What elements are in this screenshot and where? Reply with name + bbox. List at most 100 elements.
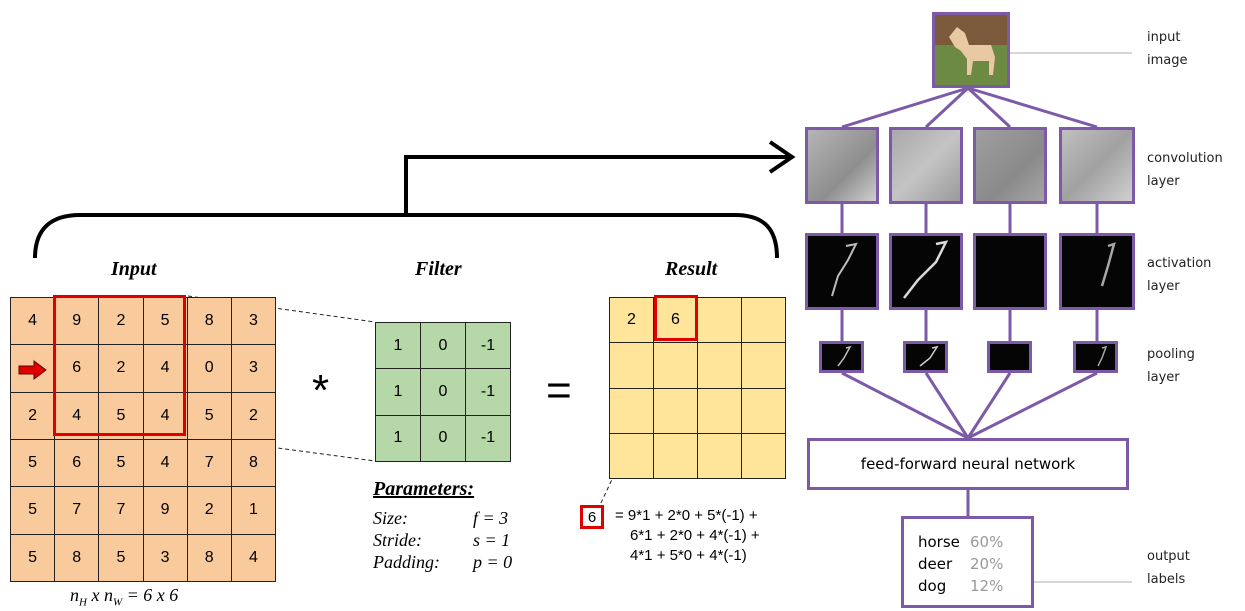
matrix-cell bbox=[698, 343, 742, 389]
matrix-cell: 6 bbox=[654, 298, 698, 344]
pooling-map-2 bbox=[903, 341, 948, 373]
matrix-cell: 1 bbox=[231, 487, 276, 535]
matrix-cell: 5 bbox=[99, 439, 144, 488]
output-class-name: horse bbox=[918, 533, 960, 551]
parameters-title: Parameters: bbox=[373, 478, 475, 500]
matrix-cell: 8 bbox=[187, 534, 232, 582]
matrix-cell bbox=[654, 388, 698, 434]
matrix-cell: 4 bbox=[11, 298, 56, 346]
matrix-cell: 4 bbox=[143, 345, 188, 393]
matrix-cell bbox=[742, 298, 786, 344]
matrix-cell: 4 bbox=[143, 392, 188, 440]
matrix-cell: -1 bbox=[466, 323, 511, 370]
conv-feature-map-4 bbox=[1059, 127, 1135, 204]
formula-line-1: = 9*1 + 2*0 + 5*(-1) + bbox=[615, 507, 758, 524]
matrix-cell: 0 bbox=[421, 369, 466, 416]
matrix-cell bbox=[610, 433, 654, 479]
matrix-cell: 7 bbox=[55, 487, 100, 535]
matrix-cell: 5 bbox=[143, 298, 188, 346]
matrix-cell: 3 bbox=[231, 345, 276, 393]
parameter-name: Size: bbox=[373, 508, 408, 528]
output-class-name: deer bbox=[918, 555, 953, 573]
matrix-cell: 6 bbox=[55, 345, 100, 393]
matrix-cell: 2 bbox=[99, 345, 144, 393]
matrix-cell: 6 bbox=[55, 439, 100, 488]
matrix-cell: 9 bbox=[143, 487, 188, 535]
matrix-cell: 2 bbox=[231, 392, 276, 440]
matrix-cell bbox=[610, 343, 654, 389]
output-class-percent: 20% bbox=[970, 555, 1004, 573]
result-heading: Result bbox=[665, 258, 718, 280]
matrix-cell: 8 bbox=[55, 534, 100, 582]
matrix-cell bbox=[654, 433, 698, 479]
matrix-cell: 4 bbox=[55, 392, 100, 440]
matrix-cell: 2 bbox=[11, 392, 56, 440]
parameter-value: s = 1 bbox=[473, 530, 511, 550]
parameter-value: p = 0 bbox=[473, 552, 513, 572]
output-class-percent: 12% bbox=[970, 577, 1004, 595]
matrix-cell: 7 bbox=[99, 487, 144, 535]
matrix-cell bbox=[698, 433, 742, 479]
matrix-cell: 0 bbox=[421, 323, 466, 370]
filter-heading: Filter bbox=[415, 258, 462, 280]
matrix-cell bbox=[742, 388, 786, 434]
pooling-map-1 bbox=[819, 341, 864, 373]
matrix-cell: 1 bbox=[376, 369, 421, 416]
matrix-cell: 1 bbox=[376, 415, 421, 462]
matrix-cell: 8 bbox=[187, 298, 232, 346]
input-receptive-field-highlight bbox=[53, 295, 186, 436]
equals-operator: = bbox=[546, 366, 572, 415]
parameter-name: Padding: bbox=[373, 552, 440, 572]
matrix-cell bbox=[742, 433, 786, 479]
conv-feature-map-1 bbox=[805, 127, 879, 204]
matrix-cell: 2 bbox=[187, 487, 232, 535]
formula-line-3: 4*1 + 5*0 + 4*(-1) bbox=[630, 547, 747, 564]
matrix-cell: 4 bbox=[143, 439, 188, 488]
conv-feature-map-2 bbox=[889, 127, 963, 204]
red-arrow-icon bbox=[18, 360, 47, 380]
matrix-cell: 7 bbox=[187, 439, 232, 488]
matrix-cell: 0 bbox=[187, 345, 232, 393]
pooling-map-4 bbox=[1073, 341, 1118, 373]
matrix-cell: 8 bbox=[231, 439, 276, 488]
dimension-label: nH x nW = 6 x 6 bbox=[70, 585, 179, 609]
formula-line-2: 6*1 + 2*0 + 4*(-1) + bbox=[630, 527, 760, 544]
feed-forward-network-box: feed-forward neural network bbox=[807, 438, 1129, 490]
formula-value-box: 6 bbox=[580, 505, 604, 529]
matrix-cell: 9 bbox=[55, 298, 100, 346]
matrix-cell: 5 bbox=[99, 534, 144, 582]
matrix-cell: 5 bbox=[11, 439, 56, 488]
parameter-name: Stride: bbox=[373, 530, 422, 550]
activation-map-4 bbox=[1059, 233, 1135, 310]
matrix-cell: 2 bbox=[99, 298, 144, 346]
network-connectors bbox=[840, 86, 1099, 516]
matrix-cell: 5 bbox=[187, 392, 232, 440]
input-image-horse bbox=[932, 12, 1010, 88]
brace bbox=[33, 213, 779, 259]
pooling-map-3 bbox=[987, 341, 1032, 373]
matrix-cell bbox=[742, 343, 786, 389]
input-heading: Input bbox=[111, 258, 157, 280]
parameter-value: f = 3 bbox=[473, 508, 509, 528]
matrix-cell: 0 bbox=[421, 415, 466, 462]
convolution-operator: * bbox=[312, 366, 330, 415]
matrix-cell: 3 bbox=[231, 298, 276, 346]
matrix-cell: 2 bbox=[610, 298, 654, 344]
matrix-cell: 5 bbox=[99, 392, 144, 440]
matrix-cell: 4 bbox=[231, 534, 276, 582]
conv-feature-map-3 bbox=[973, 127, 1047, 204]
horse-image-icon bbox=[935, 15, 1007, 85]
matrix-cell bbox=[654, 343, 698, 389]
output-label-row: deer 20% bbox=[918, 553, 1031, 575]
matrix-cell: 5 bbox=[11, 534, 56, 582]
